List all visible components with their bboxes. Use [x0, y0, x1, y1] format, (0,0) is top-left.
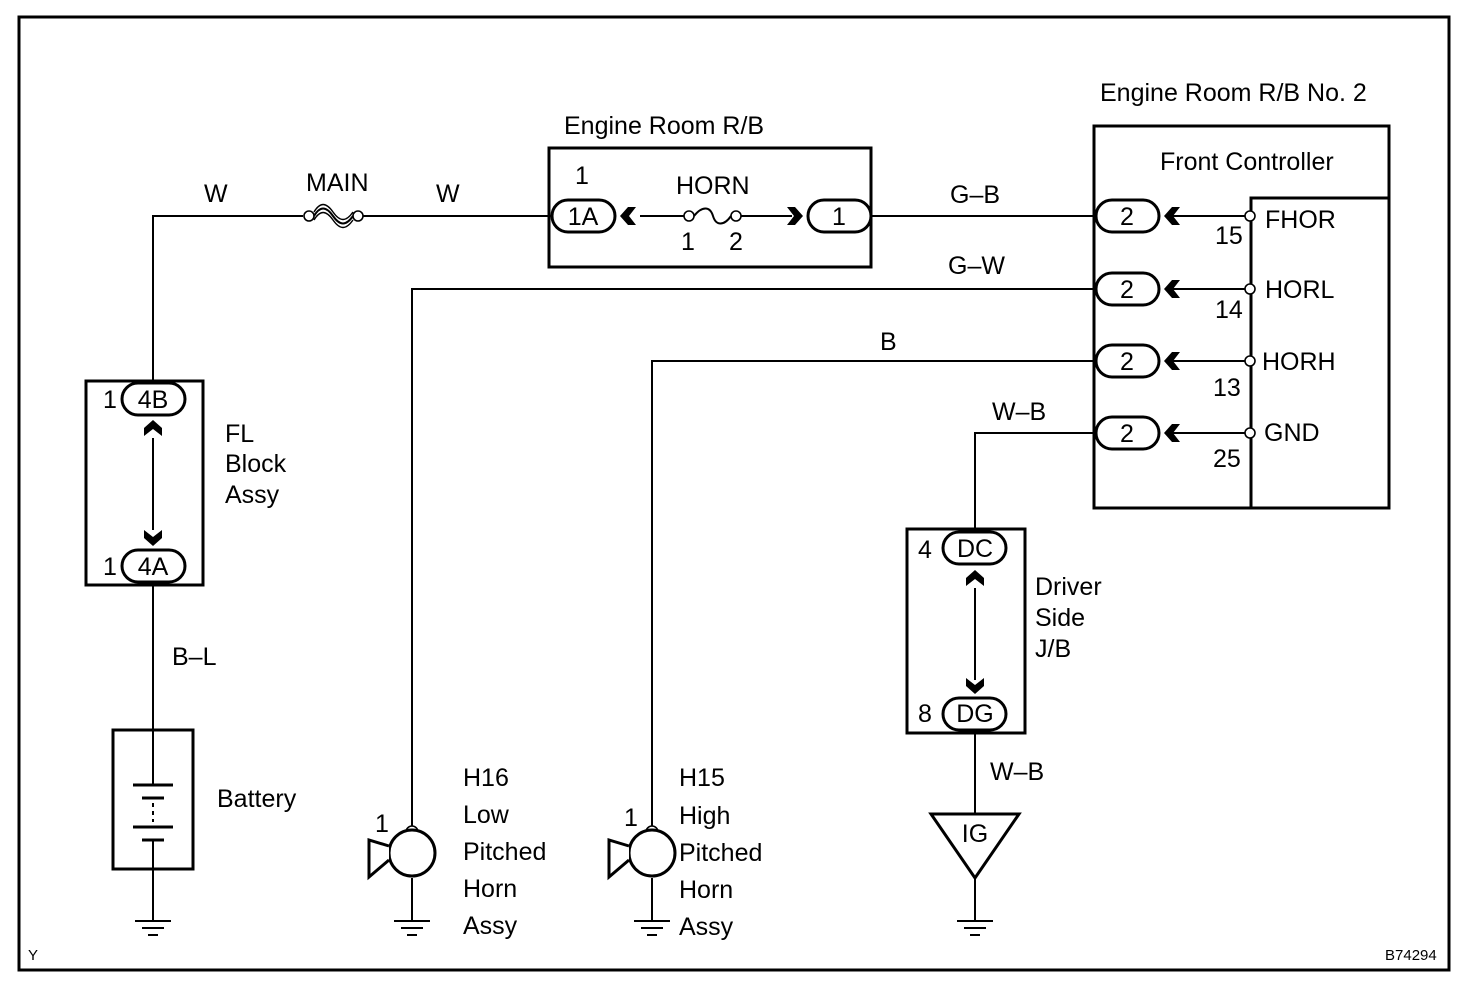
engine-room-rb2-title: Engine Room R/B No. 2 [1100, 79, 1367, 107]
pin-horh: 2 HORH 13 [1094, 343, 1336, 402]
pin-horl-number: 14 [1215, 296, 1243, 324]
h16-ground-icon [393, 920, 431, 936]
jb-pin-top: 4 [918, 536, 932, 564]
wire-label-horh: B [880, 328, 897, 356]
battery: Battery [111, 728, 297, 871]
pin-gnd-number: 25 [1213, 445, 1241, 473]
pin-fhor-name: FHOR [1265, 206, 1336, 234]
pin-horh-name: HORH [1262, 348, 1336, 376]
drawing-code: B74294 [1385, 947, 1437, 964]
jb-pin-bottom: 8 [918, 700, 932, 728]
ig-source: IG [928, 812, 1022, 881]
engine-room-rb: Engine Room R/B 1 1A HORN 1 2 1 [547, 112, 873, 269]
main-fuse: MAIN [303, 169, 369, 229]
fl-block-name-line2: Block [225, 450, 287, 478]
jb-name-line1: Driver [1035, 573, 1102, 601]
connector-dc: DC [957, 535, 993, 563]
wire-label-horl: G–W [948, 252, 1005, 280]
pin-fhor-number: 15 [1215, 222, 1243, 250]
jb-name-line3: J/B [1035, 635, 1071, 663]
wire-battery-main [152, 215, 303, 381]
fl-block-name-line1: FL [225, 420, 254, 448]
main-fuse-label: MAIN [306, 169, 369, 197]
horn-fuse-pin-1: 1 [681, 228, 695, 256]
pin-horl: 2 HORL 14 [1094, 271, 1335, 324]
h16-line3: Horn [463, 875, 517, 903]
pin-gnd-name: GND [1264, 419, 1320, 447]
wire-label-battery-main: W [204, 180, 228, 208]
pin-horh-connector: 2 [1120, 348, 1134, 376]
wire-horl-h16 [411, 288, 1096, 826]
engine-room-rb2: Engine Room R/B No. 2 Front Controller [1092, 79, 1391, 510]
horn-fuse-pin-2: 2 [729, 228, 743, 256]
connector-1a: 1A [568, 203, 599, 231]
wire-label-main-rb: W [436, 180, 460, 208]
fl-block-name-line3: Assy [225, 481, 280, 509]
wire-label-rb-fhor: G–B [950, 181, 1000, 209]
wire-gnd-jb [974, 432, 1096, 529]
diagram-frame [17, 15, 1451, 972]
h16-line4: Assy [463, 912, 518, 940]
pin-fhor: 2 FHOR 15 [1094, 198, 1336, 250]
engine-room-rb-title: Engine Room R/B [564, 112, 764, 140]
driver-side-jb: 4 DC 8 DG Driver Side J/B [905, 527, 1102, 735]
fl-block-pin-top: 1 [103, 386, 117, 414]
ig-ground-icon [956, 920, 994, 936]
wire-labels: W W G–B G–W B W–B W–B B–L [172, 180, 1046, 786]
h15-horn: 1 H15 High Pitched Horn Assy [607, 764, 762, 941]
wire-label-jb-ig: W–B [990, 758, 1044, 786]
jb-name-line2: Side [1035, 604, 1085, 632]
pin-fhor-connector: 2 [1120, 203, 1134, 231]
fl-block-assy: 1 4B 1 4A FL Block Assy [84, 379, 287, 587]
h15-ground-icon [633, 920, 671, 936]
horn-fuse-label: HORN [676, 172, 750, 200]
h15-line2: Pitched [679, 839, 762, 867]
h15-pin: 1 [624, 804, 638, 832]
connector-4b: 4B [138, 386, 169, 414]
pin-horh-number: 13 [1213, 374, 1241, 402]
h15-code: H15 [679, 764, 725, 792]
h15-line1: High [679, 802, 730, 830]
battery-label: Battery [217, 785, 297, 813]
h15-line4: Assy [679, 913, 734, 941]
connector-dg: DG [956, 700, 994, 728]
pin-horl-connector: 2 [1120, 276, 1134, 304]
h16-code: H16 [463, 764, 509, 792]
h16-pin: 1 [375, 810, 389, 838]
pin-gnd-connector: 2 [1120, 420, 1134, 448]
h15-horn-icon [607, 837, 630, 881]
wire-horh-h15 [651, 360, 1096, 826]
wire-label-gnd: W–B [992, 398, 1046, 426]
h15-line3: Horn [679, 876, 733, 904]
connector-4a: 4A [138, 553, 169, 581]
battery-ground-icon [134, 920, 172, 936]
h16-horn-icon [367, 837, 390, 881]
connector-1: 1 [832, 203, 846, 231]
front-controller-title: Front Controller [1160, 148, 1334, 176]
pin-gnd: 2 GND 25 [1094, 415, 1320, 473]
corner-mark-left: Y [28, 947, 38, 964]
h16-line1: Low [463, 801, 510, 829]
h16-line2: Pitched [463, 838, 546, 866]
pin-horl-name: HORL [1265, 276, 1335, 304]
wire-label-fl-battery: B–L [172, 643, 217, 671]
ig-label: IG [962, 820, 988, 848]
engine-room-rb-pin-top: 1 [575, 162, 589, 190]
h16-horn: 1 H16 Low Pitched Horn Assy [367, 764, 546, 940]
wires [152, 215, 1245, 921]
fl-block-pin-bottom: 1 [103, 553, 117, 581]
